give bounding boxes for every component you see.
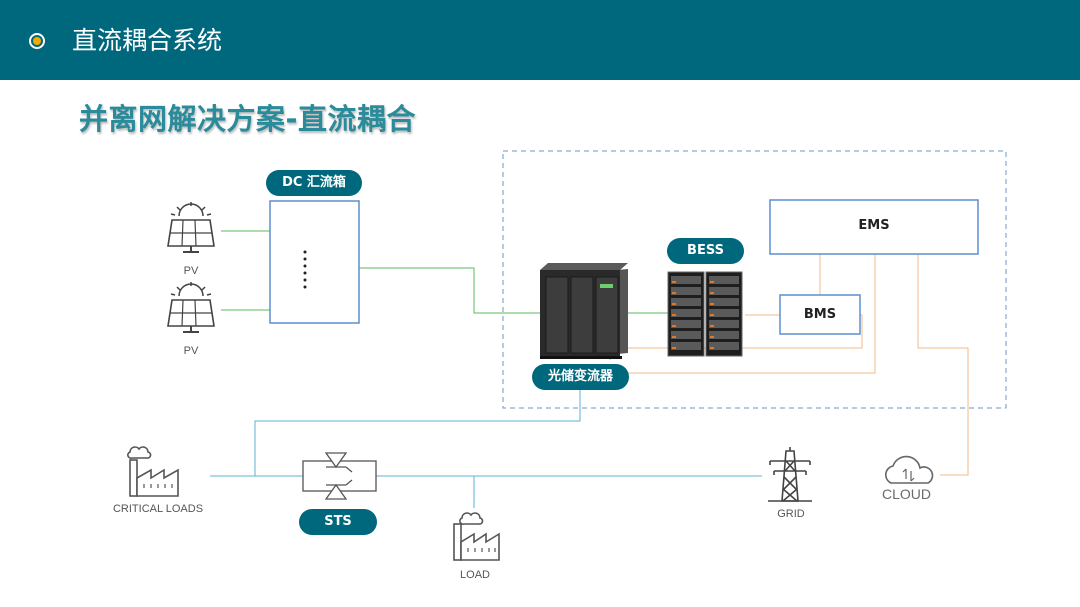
ems-box xyxy=(769,199,979,255)
factory-icon xyxy=(127,446,179,497)
ac-lines xyxy=(210,390,762,508)
pv-caption: PV xyxy=(183,345,199,357)
storage-system-frame xyxy=(502,150,1007,409)
header-bar: 直流耦合系统 xyxy=(0,0,1080,80)
dc-combiner-label: DC 汇流箱 xyxy=(266,170,362,196)
battery-rack-icon xyxy=(667,271,743,357)
bms-label: BMS xyxy=(803,307,837,322)
bess-label: BESS xyxy=(667,238,744,264)
circle-bullet-icon xyxy=(29,33,45,49)
dc-combiner-box xyxy=(269,200,360,324)
pcs-label: 光储变流器 xyxy=(532,364,629,390)
power-tower-icon xyxy=(768,447,812,502)
load-caption: LOAD xyxy=(460,569,490,581)
bms-box xyxy=(779,294,861,335)
ems-label: EMS xyxy=(858,218,890,233)
header-title: 直流耦合系统 xyxy=(72,26,223,55)
cloud-caption: CLOUD xyxy=(882,486,932,502)
pv-caption: PV xyxy=(183,265,199,277)
critical-loads-caption: CRITICAL LOADS xyxy=(112,503,204,515)
cabinet-icon xyxy=(540,263,628,359)
solar-panel-icon xyxy=(167,282,215,333)
slide-title: 并离网解决方案-直流耦合 xyxy=(79,102,417,136)
comm-lines xyxy=(609,254,969,476)
cloud-icon xyxy=(885,455,934,484)
grid-caption: GRID xyxy=(777,508,805,520)
sts-label: STS xyxy=(299,509,377,535)
factory-icon xyxy=(453,512,500,561)
thyristor-icon xyxy=(302,452,377,500)
solar-panel-icon xyxy=(167,202,215,253)
